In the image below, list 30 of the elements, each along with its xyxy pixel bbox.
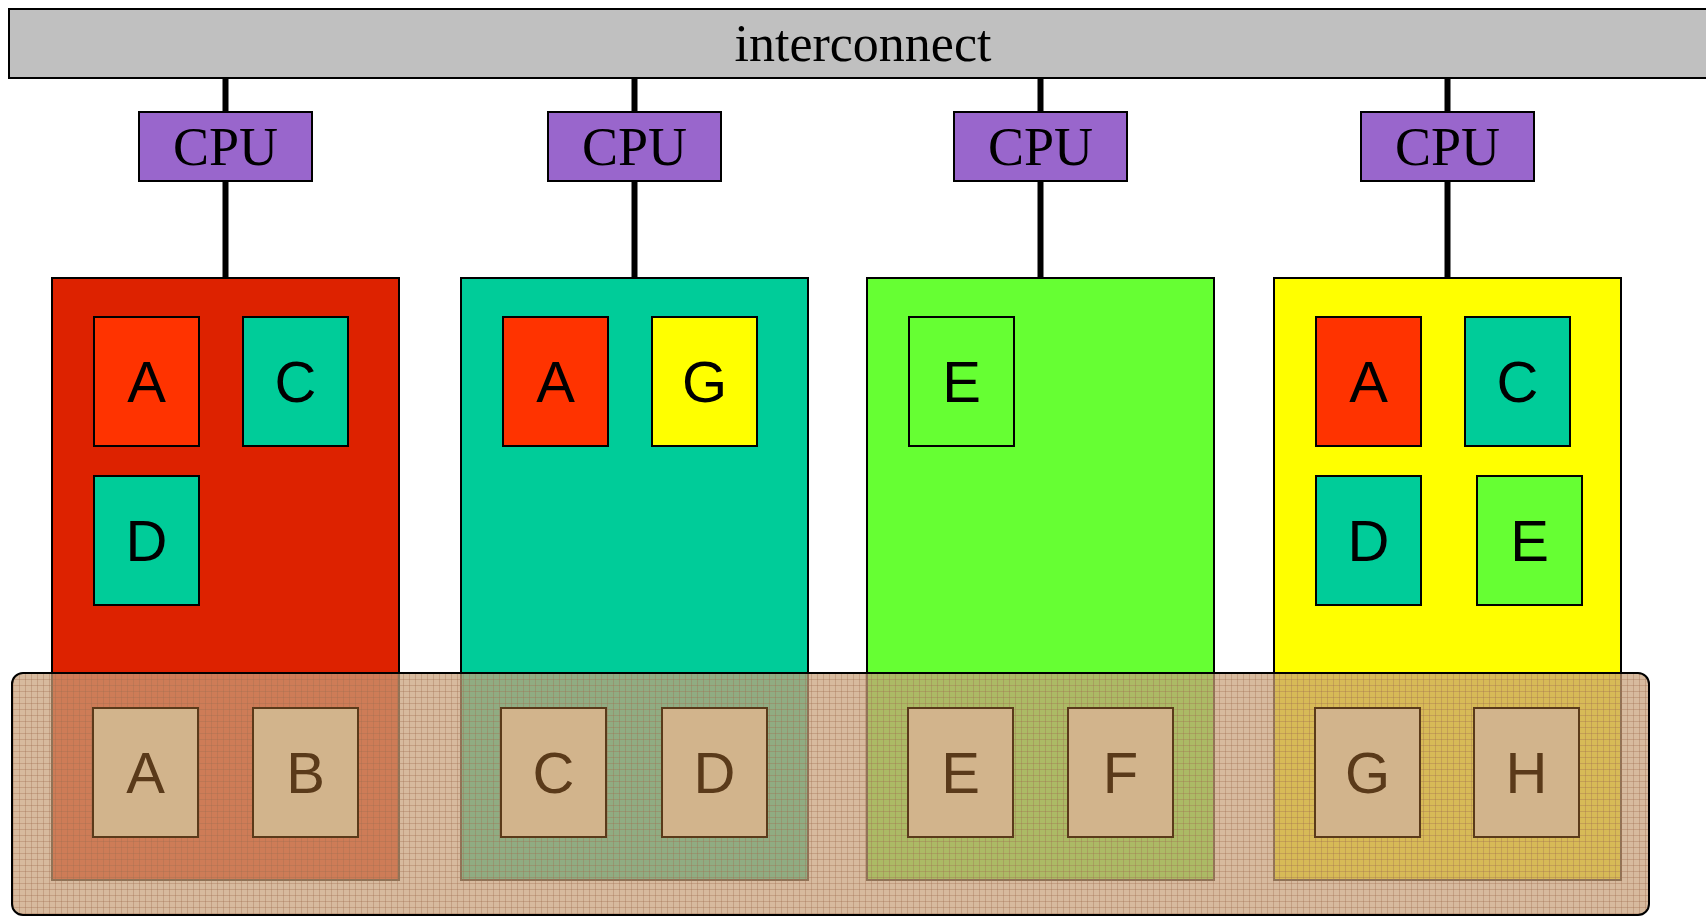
cache-block: A (93, 316, 200, 447)
connector-line (222, 79, 229, 111)
memory-block: D (661, 707, 768, 838)
memory-block: G (1314, 707, 1421, 838)
memory-block: B (252, 707, 359, 838)
connector-line (1444, 182, 1451, 277)
cpu-box: CPU (1360, 111, 1535, 182)
memory-block: H (1473, 707, 1580, 838)
cpu-box: CPU (547, 111, 722, 182)
connector-line (631, 182, 638, 277)
cache-block: D (1315, 475, 1422, 606)
cache-block: A (502, 316, 609, 447)
cache-block: C (1464, 316, 1571, 447)
connector-line (1444, 79, 1451, 111)
interconnect-bar: interconnect (8, 8, 1706, 79)
cache-block: G (651, 316, 758, 447)
connector-line (1037, 79, 1044, 111)
cache-block: A (1315, 316, 1422, 447)
cpu-box: CPU (953, 111, 1128, 182)
memory-block: C (500, 707, 607, 838)
memory-block: F (1067, 707, 1174, 838)
memory-block: E (907, 707, 1014, 838)
cache-block: E (1476, 475, 1583, 606)
connector-line (1037, 182, 1044, 277)
connector-line (631, 79, 638, 111)
cache-block: D (93, 475, 200, 606)
cache-block: C (242, 316, 349, 447)
memory-block: A (92, 707, 199, 838)
cpu-box: CPU (138, 111, 313, 182)
cache-block: E (908, 316, 1015, 447)
